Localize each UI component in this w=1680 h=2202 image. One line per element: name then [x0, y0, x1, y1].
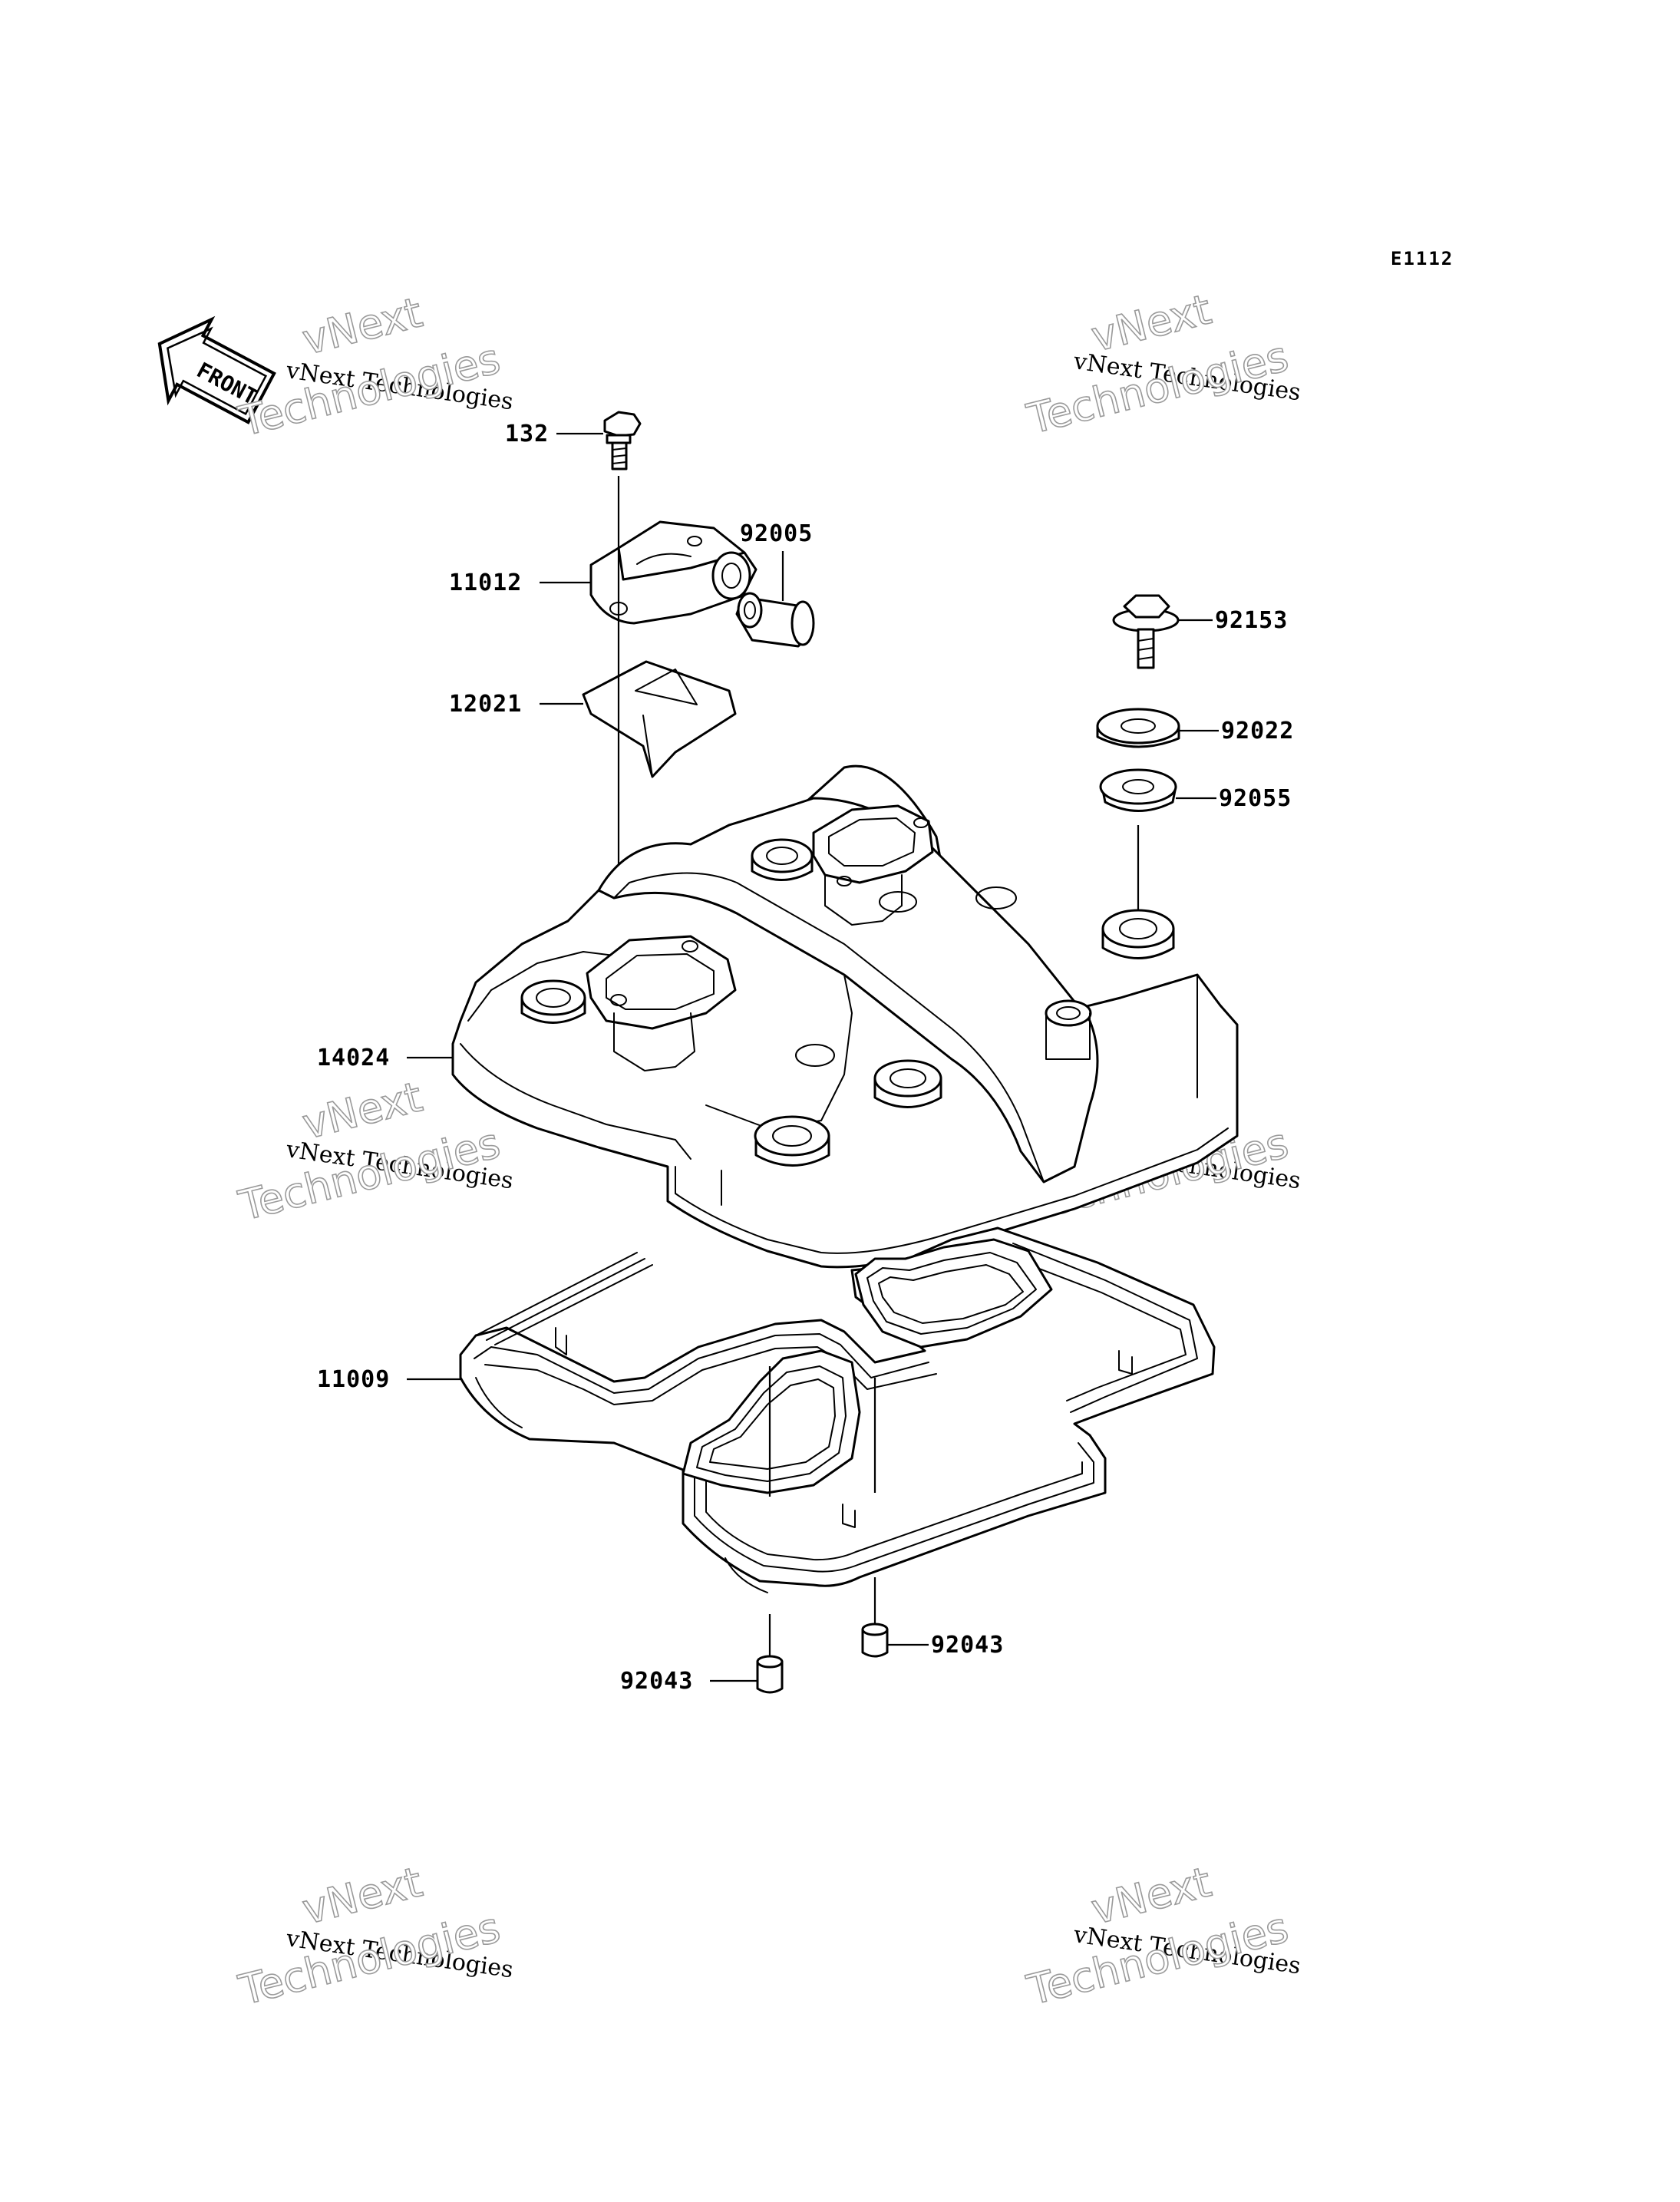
part-14024-head-cover [451, 764, 1239, 1269]
watermark: vNext Technologies vNext Technologies [233, 1857, 515, 2015]
svg-text:Technologies: Technologies [234, 335, 505, 446]
part-92022-washer [1096, 708, 1180, 748]
svg-text:vNext: vNext [298, 1857, 427, 1933]
part-92055-grommet [1099, 768, 1177, 812]
label-11009: 11009 [317, 1366, 390, 1393]
part-92043-dowel-right [861, 1623, 889, 1658]
front-arrow-icon: FRONT [157, 315, 276, 424]
part-92153-bolt [1112, 594, 1180, 669]
diagram-code: E1112 [1391, 248, 1454, 269]
part-11012-housing [589, 520, 757, 625]
svg-text:Technologies: Technologies [1022, 332, 1293, 444]
label-11012: 11012 [449, 569, 522, 596]
watermark: vNext Technologies vNext Technologies [1022, 285, 1302, 444]
label-92022: 92022 [1221, 718, 1294, 744]
label-92043-left: 92043 [620, 1668, 693, 1695]
svg-text:vNext: vNext [298, 1072, 427, 1148]
label-92005: 92005 [740, 520, 813, 547]
label-92043-right: 92043 [931, 1632, 1004, 1659]
part-11009-gasket [459, 1226, 1216, 1593]
label-92153: 92153 [1215, 607, 1288, 634]
part-92043-dowel-left [756, 1655, 784, 1694]
part-92005-sleeve [735, 592, 815, 648]
svg-text:vNext: vNext [1087, 1857, 1216, 1933]
svg-text:Technologies: Technologies [1022, 1903, 1293, 2015]
label-92055: 92055 [1219, 785, 1292, 812]
watermark: vNext Technologies vNext Technologies [233, 1072, 515, 1231]
svg-text:vNext: vNext [1087, 285, 1216, 361]
part-132-bolt [603, 411, 642, 470]
svg-text:Technologies: Technologies [234, 1903, 505, 2015]
label-132: 132 [505, 421, 549, 447]
label-12021: 12021 [449, 691, 522, 718]
svg-text:Technologies: Technologies [234, 1119, 505, 1230]
svg-text:vNext: vNext [298, 288, 427, 364]
watermark: vNext Technologies vNext Technologies [233, 288, 515, 447]
label-14024: 14024 [317, 1045, 390, 1071]
part-12021-gasket [582, 660, 737, 778]
watermark: vNext Technologies vNext Technologies [1022, 1857, 1302, 2015]
